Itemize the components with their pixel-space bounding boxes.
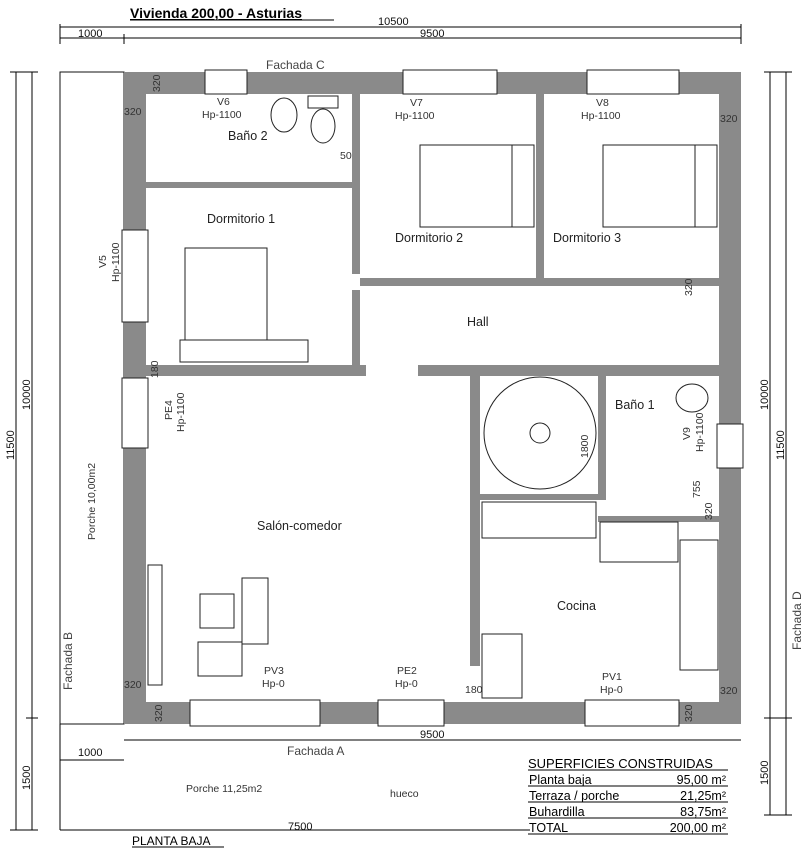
label-v5-h: Hp-1100 <box>110 242 122 282</box>
side-porch <box>59 71 125 725</box>
surface-value: 21,25m² <box>680 789 726 803</box>
surface-label: Terraza / porche <box>529 789 619 803</box>
label-pv3-h: Hp-0 <box>262 678 285 690</box>
dim-wall: 320 <box>124 106 142 118</box>
room-hall: Hall <box>467 315 489 329</box>
inner-walls <box>146 94 720 666</box>
dim-755: 755 <box>691 480 703 498</box>
dim-wall: 320 <box>720 113 738 125</box>
dim-wall: 320 <box>683 278 695 296</box>
label-pv1: PV1 <box>602 671 622 683</box>
surface-label: Planta baja <box>529 773 592 787</box>
label-v6-h: Hp-1100 <box>202 109 242 121</box>
dim-wall: 320 <box>153 704 165 722</box>
room-dormitorio2: Dormitorio 2 <box>395 231 463 245</box>
dim-wall: 320 <box>151 74 163 92</box>
dim-180: 180 <box>465 684 483 696</box>
dim-right-house: 10000 <box>759 379 771 410</box>
porche-lateral: Porche 10,00m2 <box>86 463 98 540</box>
label-pe4-h: Hp-1100 <box>175 392 187 432</box>
dim-bottom-total: 7500 <box>288 821 312 833</box>
opening-labels: V6 Hp-1100 V7 Hp-1100 V8 Hp-1100 V5 Hp-1… <box>97 96 706 696</box>
surface-value: 83,75m² <box>680 805 726 819</box>
dim-wall: 320 <box>683 704 695 722</box>
room-bano2: Baño 2 <box>228 129 268 143</box>
hueco-label: hueco <box>390 788 419 800</box>
surfaces-heading: SUPERFICIES CONSTRUIDAS <box>528 756 713 771</box>
label-v7-h: Hp-1100 <box>395 110 435 122</box>
right-dimensions: 10000 11500 1500 <box>759 71 792 816</box>
label-v6: V6 <box>217 96 230 108</box>
label-v7: V7 <box>410 97 423 109</box>
furniture <box>147 95 719 699</box>
label-v5: V5 <box>97 255 109 268</box>
dim-left-porch: 1500 <box>21 766 33 790</box>
room-dormitorio3: Dormitorio 3 <box>553 231 621 245</box>
facade-d: Fachada D <box>790 591 804 650</box>
room-dormitorio1: Dormitorio 1 <box>207 212 275 226</box>
room-bano1: Baño 1 <box>615 398 655 412</box>
surfaces-table: SUPERFICIES CONSTRUIDAS Planta baja 95,0… <box>528 756 728 835</box>
label-v8-h: Hp-1100 <box>581 110 621 122</box>
surface-value: 200,00 m² <box>670 821 726 835</box>
label-pv1-h: Hp-0 <box>600 684 623 696</box>
surface-value: 95,00 m² <box>677 773 726 787</box>
label-v9: V9 <box>681 427 693 440</box>
left-dimensions: 11500 10000 1500 <box>5 71 38 831</box>
windows <box>121 69 744 727</box>
footer-title: PLANTA BAJA <box>132 834 210 848</box>
dim-total-width: 10500 <box>378 16 409 28</box>
label-pe4: PE4 <box>163 400 175 420</box>
room-salon-comedor: Salón-comedor <box>257 519 342 533</box>
porche-frontal: Porche 11,25m2 <box>186 783 262 795</box>
label-pe2: PE2 <box>397 665 417 677</box>
surface-label: TOTAL <box>529 821 568 835</box>
label-pv3: PV3 <box>264 665 284 677</box>
dim-wall: 320 <box>703 502 715 520</box>
plan-title: Vivienda 200,00 - Asturias <box>130 5 302 21</box>
dim-1800: 1800 <box>579 434 591 458</box>
surface-label: Buhardilla <box>529 805 585 819</box>
label-v8: V8 <box>596 97 609 109</box>
label-pe2-h: Hp-0 <box>395 678 418 690</box>
label-v9-h: Hp-1100 <box>694 412 706 452</box>
dim-porch-width: 1000 <box>78 28 102 40</box>
dim-right-total: 11500 <box>775 430 787 460</box>
dim-left-house: 10000 <box>21 379 33 410</box>
dim-bottom-house: 9500 <box>420 729 444 741</box>
dim-left-total: 11500 <box>5 430 17 460</box>
dim-right-porch: 1500 <box>759 761 771 785</box>
facade-b: Fachada B <box>61 632 75 690</box>
facade-a: Fachada A <box>287 744 344 758</box>
wall-dimensions: 320 320 320 320 320 320 320 320 320 50 1… <box>124 74 738 722</box>
facade-c: Fachada C <box>266 58 325 72</box>
dim-bottom-porch: 1000 <box>78 747 102 759</box>
dim-house-width: 9500 <box>420 28 444 40</box>
dim-50: 50 <box>340 150 352 162</box>
dim-wall: 320 <box>124 679 142 691</box>
dim-wall: 320 <box>720 685 738 697</box>
top-dimensions: 10500 1000 9500 <box>59 16 742 44</box>
dim-180: 180 <box>149 360 161 378</box>
room-cocina: Cocina <box>557 599 596 613</box>
